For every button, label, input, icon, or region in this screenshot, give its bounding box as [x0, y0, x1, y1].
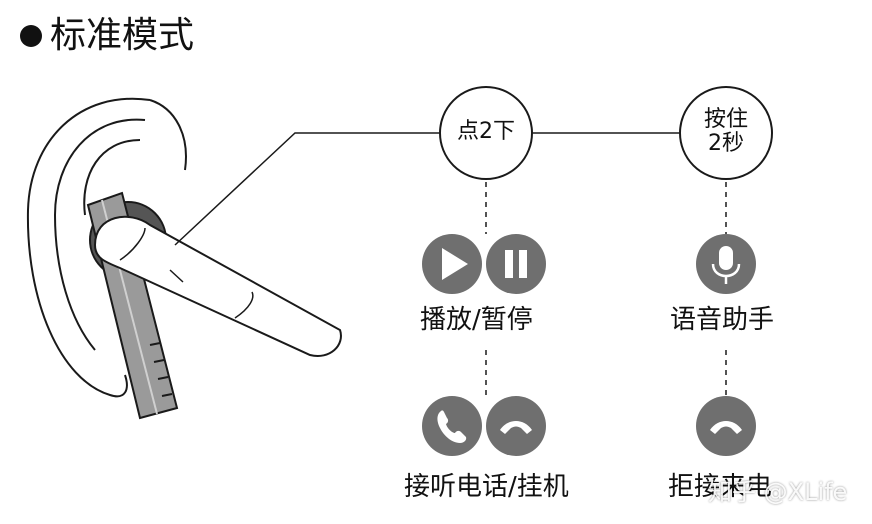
reject-call-caption: 拒接来电 [668, 472, 773, 502]
bullet-dot [20, 25, 42, 47]
pause-icon [486, 234, 546, 294]
voice-assistant-caption: 语音助手 [670, 305, 775, 335]
double-tap-text: 点2下 [457, 119, 515, 144]
double-tap-label: 点2下 [446, 120, 526, 144]
long-press-text-line2: 2秒 [708, 131, 744, 156]
play-icon [422, 234, 482, 294]
answer-hangup-caption: 接听电话/挂机 [404, 472, 569, 502]
long-press-text-line1: 按住 [703, 107, 748, 132]
pointer-line [174, 132, 440, 246]
microphone-icon [696, 234, 756, 294]
title-text: 标准模式 [50, 15, 195, 56]
ear-illustration [26, 97, 187, 398]
long-press-label: 按住 2秒 [686, 108, 766, 156]
play-pause-caption: 播放/暂停 [420, 305, 533, 335]
page-title: 标准模式 [20, 14, 194, 58]
finger-illustration [93, 215, 342, 357]
watermark: 知乎 @XLife [708, 478, 848, 506]
long-press-circle [679, 86, 773, 180]
double-tap-circle [439, 86, 533, 180]
reject-call-icon [696, 396, 756, 456]
phone-hangup-icon [486, 396, 546, 456]
phone-answer-icon [422, 396, 482, 456]
